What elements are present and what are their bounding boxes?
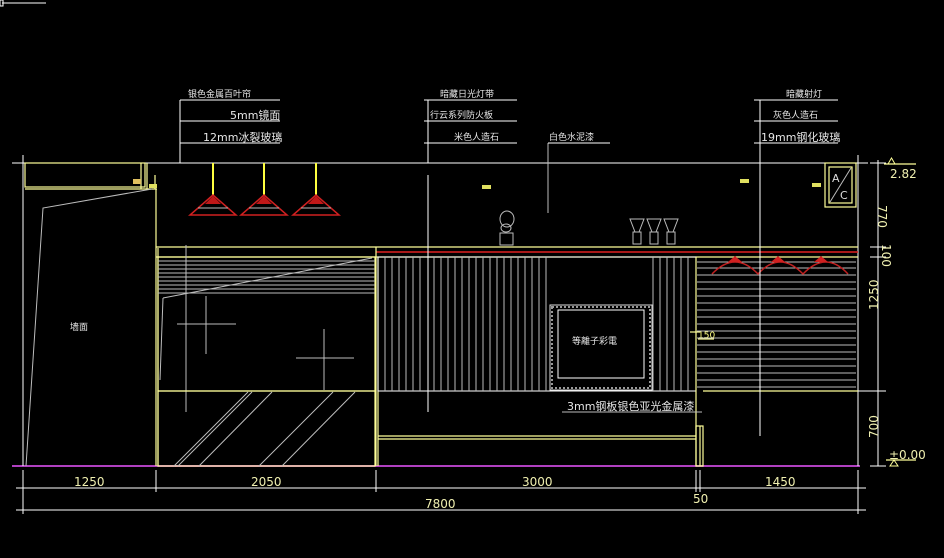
callout-ice-glass: 12mm冰裂玻璃 xyxy=(203,130,282,144)
callout-metal-blinds: 银色金属百叶帘 xyxy=(188,88,251,100)
callout-bottom: 3mm钢板银色亚光金属漆 xyxy=(562,399,702,413)
callout-hidden-light: 暗藏日光灯带 xyxy=(440,88,494,100)
dim-total: 7800 xyxy=(425,497,456,511)
callout-tempered-glass: 19mm钢化玻璃 xyxy=(761,130,840,144)
level-top: 2.82 xyxy=(890,167,917,181)
pendant-light-icon xyxy=(187,163,239,216)
callouts-center: 暗藏日光灯带 行云系列防火板 米色人造石 白色水泥漆 xyxy=(424,88,610,163)
level-floor: ±0.00 xyxy=(889,448,926,462)
callout-fire-board: 行云系列防火板 xyxy=(430,109,493,121)
dim-770: 770 xyxy=(875,205,889,228)
fire-board-cabinet xyxy=(375,175,697,466)
origin-box xyxy=(0,0,4,7)
soffit-box xyxy=(24,162,157,190)
sculpture-icon xyxy=(499,210,515,246)
horizontal-glass-lines xyxy=(697,261,856,388)
spot-marker xyxy=(482,185,491,189)
spot-marker xyxy=(812,183,821,187)
horizontal-dimensions: 1250 2050 3000 50 1450 7800 xyxy=(16,470,866,514)
dim-100: 100 xyxy=(879,244,893,267)
callout-steel-plate: 3mm钢板银色亚光金属漆 xyxy=(567,399,694,413)
tempered-glass-section xyxy=(695,100,858,467)
vertical-board-lines xyxy=(384,257,689,391)
callouts-left: 银色金属百叶帘 5mm镜面 12mm冰裂玻璃 xyxy=(179,88,282,163)
dim-1250-h: 1250 xyxy=(74,475,105,489)
callout-beige-stone: 米色人造石 xyxy=(454,131,499,143)
callout-hidden-spot: 暗藏射灯 xyxy=(786,88,822,100)
tag-150: 150 xyxy=(690,331,715,341)
callout-white-paint: 白色水泥漆 xyxy=(549,131,594,143)
callout-grey-stone: 灰色人造石 xyxy=(773,109,818,121)
dim-50-h: 50 xyxy=(693,492,708,506)
pendant-light-icon xyxy=(290,163,342,216)
dim-2050-h: 2050 xyxy=(251,475,282,489)
metal-blinds xyxy=(158,257,375,381)
ice-crack-glass xyxy=(157,390,376,467)
ac-label-a: A xyxy=(832,172,840,185)
dim-700: 700 xyxy=(867,415,881,438)
crosshair-marks xyxy=(177,296,354,390)
blind-mirror-section xyxy=(157,245,376,467)
pendant-light-icon xyxy=(238,163,290,216)
tag-150-label: 150 xyxy=(698,331,715,341)
vases-icon xyxy=(629,218,679,245)
spot-marker xyxy=(740,179,749,183)
callout-mirror: 5mm镜面 xyxy=(230,108,280,122)
spotlight-beams xyxy=(711,256,849,276)
left-wall-panel: 墙面 xyxy=(25,188,159,467)
ac-label-c: C xyxy=(840,189,848,202)
dim-1450-h: 1450 xyxy=(765,475,796,489)
callouts-right: 暗藏射灯 灰色人造石 19mm钢化玻璃 xyxy=(754,88,840,144)
vertical-dimensions: 770 100 1250 700 2.82 ±0.00 xyxy=(858,157,926,467)
dim-3000-h: 3000 xyxy=(522,475,553,489)
pendant-lights xyxy=(187,163,342,216)
dim-1250: 1250 xyxy=(867,279,881,310)
air-conditioner-box: A C xyxy=(824,162,857,208)
left-panel-label: 墙面 xyxy=(70,321,88,333)
tv-label: 等離子彩電 xyxy=(572,335,617,347)
plasma-tv: 等離子彩電 xyxy=(549,304,653,391)
